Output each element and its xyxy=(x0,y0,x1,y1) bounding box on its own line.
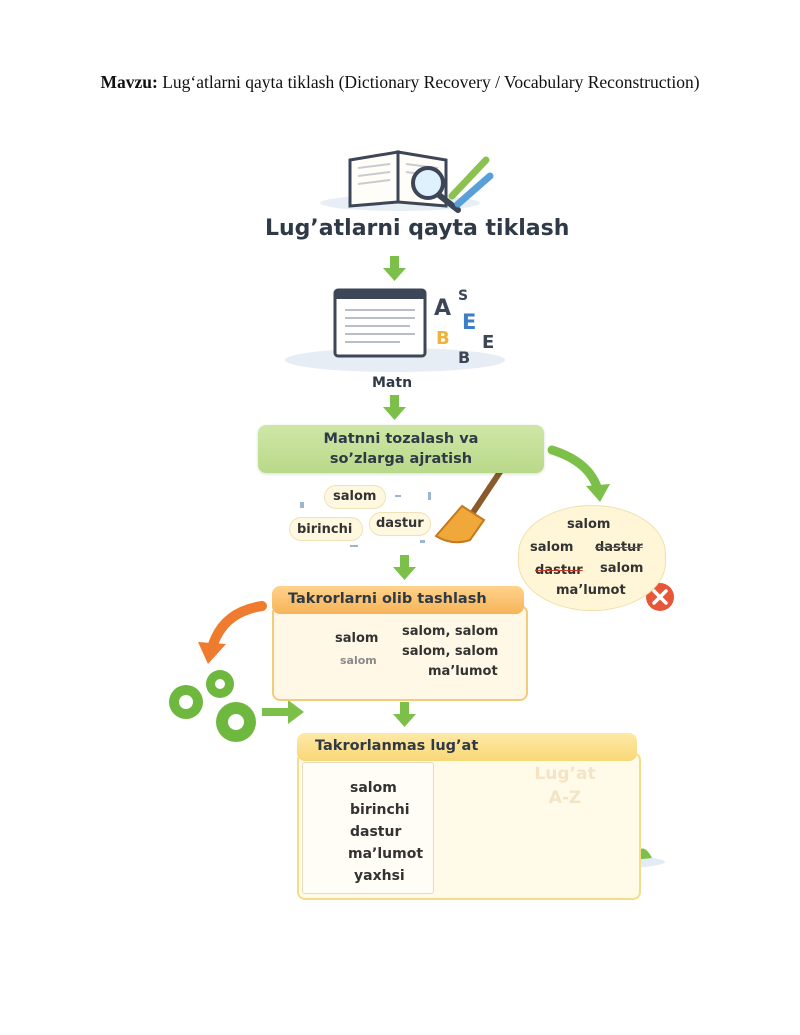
step1-line2: so’zlarga ajratish xyxy=(329,451,473,467)
letter-e: E xyxy=(462,310,477,334)
broom-icon xyxy=(434,469,503,544)
step1-word-dastur: dastur xyxy=(376,516,424,531)
step1-banner: Matnni tozalash va so’zlarga ajratish xyxy=(258,425,544,473)
page-title: Mavzu: Lug‘atlarni qayta tiklash (Dictio… xyxy=(0,72,800,93)
lens-word-1: salom xyxy=(335,631,379,646)
input-label: Matn xyxy=(372,375,413,391)
unique-word-list xyxy=(302,762,434,894)
open-book-icon xyxy=(320,150,480,211)
letter-b: B xyxy=(436,328,450,349)
step2-banner xyxy=(272,586,524,614)
bubble-word-2: salom xyxy=(530,540,574,555)
bubble-word-3: dastur xyxy=(595,540,643,555)
infographic-heading: Lug’atlarni qayta tiklash xyxy=(265,216,570,241)
letter-s: S xyxy=(458,288,469,304)
book-title: Lug’at A-Z xyxy=(512,762,618,810)
letter-b-2: B xyxy=(458,348,471,367)
word-pill xyxy=(325,486,385,508)
book-line2: A-Z xyxy=(548,788,582,808)
list-item: dastur xyxy=(350,824,402,840)
title-prefix: Mavzu: xyxy=(100,72,158,92)
bubble-word-4: dastur xyxy=(535,563,583,578)
step1-line1: Matnni tozalash va xyxy=(323,431,479,447)
step3-banner xyxy=(297,733,637,761)
orange-arrow-icon xyxy=(207,601,267,653)
step2-line-2: salom, salom xyxy=(402,644,499,659)
title-text: Lug‘atlarni qayta tiklash (Dictionary Re… xyxy=(162,72,700,92)
step1-word-birinchi: birinchi xyxy=(297,522,353,537)
bubble-word-1: salom xyxy=(567,517,611,532)
letter-e-2: E xyxy=(482,332,495,353)
word-pill-3 xyxy=(370,513,430,535)
lens-word-2: salom xyxy=(340,654,377,667)
arrow-right-icon xyxy=(262,700,304,724)
step2-box xyxy=(272,605,528,701)
step3-title: Takrorlanmas lug’at xyxy=(315,738,479,754)
bubble-word-5: salom xyxy=(600,561,644,576)
duplicate-words-bubble xyxy=(518,505,666,611)
magnifier-icon xyxy=(411,166,461,213)
arrow-down-icon xyxy=(383,256,416,727)
bubble-word-6: ma’lumot xyxy=(556,583,626,598)
letter-a: A xyxy=(434,296,452,321)
list-item: salom xyxy=(350,780,397,796)
list-item: yaxhsi xyxy=(354,868,405,884)
book-line1: Lug’at xyxy=(534,764,596,784)
word-pill-2 xyxy=(290,518,362,540)
list-item: birinchi xyxy=(350,802,410,818)
curved-arrow-icon xyxy=(547,445,603,495)
pencils-icon xyxy=(448,156,494,208)
step2-line-1: salom, salom xyxy=(402,624,499,639)
step2-line-3: ma’lumot xyxy=(428,664,498,679)
step2-title: Takrorlarni olib tashlash xyxy=(288,591,487,607)
list-item: ma’lumot xyxy=(348,846,424,862)
text-document-icon xyxy=(285,288,505,372)
gears-icon xyxy=(169,670,256,742)
step1-word-salom: salom xyxy=(333,489,377,504)
